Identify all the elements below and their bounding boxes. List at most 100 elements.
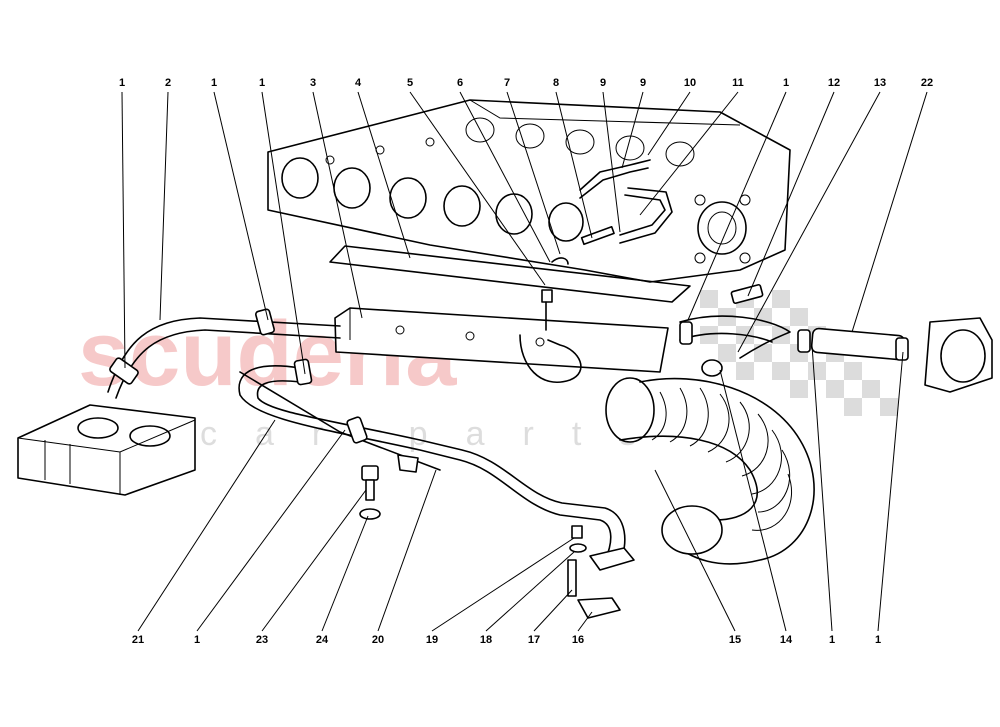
leader-line <box>687 91 787 321</box>
callout-label: 17 <box>528 634 540 646</box>
callout-c-8: 8 <box>553 77 593 239</box>
leader-line <box>196 429 346 632</box>
callout-label: 21 <box>132 634 144 646</box>
callout-c-14: 14 <box>719 369 793 646</box>
callout-label: 24 <box>316 634 329 646</box>
leader-line <box>851 91 928 333</box>
callout-c-1a: 1 <box>119 77 126 369</box>
callout-c-12: 12 <box>747 77 840 297</box>
hose-22 <box>810 327 906 361</box>
fitting <box>541 289 553 303</box>
callout-c-1b: 1 <box>211 77 269 321</box>
intake-manifold <box>267 99 791 283</box>
stud <box>567 559 577 597</box>
u-hose <box>679 315 791 359</box>
leader-line <box>654 469 736 632</box>
nut <box>571 525 583 539</box>
callout-label: 14 <box>780 634 793 646</box>
engine-block-segment <box>17 404 196 496</box>
callout-c-9a: 9 <box>600 77 621 233</box>
callout-label: 12 <box>828 77 840 89</box>
callout-label: 1 <box>259 77 265 89</box>
callout-c-2: 2 <box>159 77 171 321</box>
leader-line <box>159 91 169 321</box>
leader-line <box>312 91 363 319</box>
hose-clamps <box>109 308 909 444</box>
leader-line <box>737 91 881 353</box>
callout-c-11: 11 <box>639 77 744 216</box>
callout-c-16: 16 <box>572 611 593 646</box>
leader-line <box>321 515 369 632</box>
callout-label: 1 <box>119 77 125 89</box>
air-duct <box>605 377 815 565</box>
callout-c-17: 17 <box>528 589 573 646</box>
leader-line <box>261 91 306 375</box>
callout-c-6: 6 <box>457 77 551 263</box>
pipe-flange <box>589 547 635 571</box>
pipe-20 <box>238 365 612 561</box>
leader-line <box>459 91 551 263</box>
leader-line <box>533 589 573 632</box>
leader-line <box>747 91 835 297</box>
leader-line <box>506 91 561 255</box>
leader-line <box>431 537 575 632</box>
callout-c-4: 4 <box>355 77 411 259</box>
leader-line <box>213 91 269 321</box>
callout-label: 19 <box>426 634 438 646</box>
callout-c-5: 5 <box>407 77 546 286</box>
callout-c-3: 3 <box>310 77 363 319</box>
callout-label: 1 <box>783 77 789 89</box>
callout-label: 4 <box>355 77 362 89</box>
callout-c-1e: 1 <box>194 429 346 646</box>
coolant-rail <box>334 307 669 373</box>
leader-line <box>357 91 411 259</box>
leader-line <box>621 91 644 169</box>
callout-label: 5 <box>407 77 413 89</box>
gasket <box>329 245 691 303</box>
callout-label: 1 <box>194 634 200 646</box>
callout-label: 1 <box>211 77 217 89</box>
callout-label: 6 <box>457 77 463 89</box>
leader-line <box>602 91 621 233</box>
leader-line <box>877 351 904 632</box>
stud-washer <box>569 543 587 553</box>
callout-c-23: 23 <box>256 489 367 646</box>
pin <box>580 225 615 246</box>
callout-label: 22 <box>921 77 933 89</box>
leader-line <box>719 369 787 632</box>
leader-line <box>647 91 691 156</box>
callout-c-19: 19 <box>426 537 575 646</box>
callout-label: 11 <box>732 77 744 89</box>
callout-c-9b: 9 <box>621 77 646 169</box>
leader-line <box>577 611 593 632</box>
callout-label: 3 <box>310 77 316 89</box>
flange-gasket <box>577 597 621 619</box>
callout-c-1f: 1 <box>811 344 835 646</box>
leader-line <box>811 344 833 632</box>
callout-c-15: 15 <box>654 469 741 646</box>
callout-label: 13 <box>874 77 886 89</box>
callout-label: 10 <box>684 77 696 89</box>
callout-c-18: 18 <box>480 551 575 646</box>
watermark-sub: car parts <box>200 415 674 453</box>
breather-hose <box>579 159 651 191</box>
callout-label: 20 <box>372 634 384 646</box>
callout-label: 23 <box>256 634 268 646</box>
callout-c-7: 7 <box>504 77 561 255</box>
callout-label: 2 <box>165 77 171 89</box>
callout-c-13: 13 <box>737 77 886 353</box>
callout-c-22: 22 <box>851 77 933 333</box>
callout-label: 18 <box>480 634 492 646</box>
leader-line <box>377 469 437 632</box>
leader-line <box>137 419 276 632</box>
thermostat-housing <box>924 317 993 393</box>
callout-label: 16 <box>572 634 584 646</box>
leader-line <box>555 91 593 239</box>
callout-c-21: 21 <box>132 419 276 646</box>
leader-line <box>121 91 126 369</box>
callout-c-1g: 1 <box>875 351 904 646</box>
callout-c-20: 20 <box>372 469 437 646</box>
callout-label: 1 <box>829 634 835 646</box>
